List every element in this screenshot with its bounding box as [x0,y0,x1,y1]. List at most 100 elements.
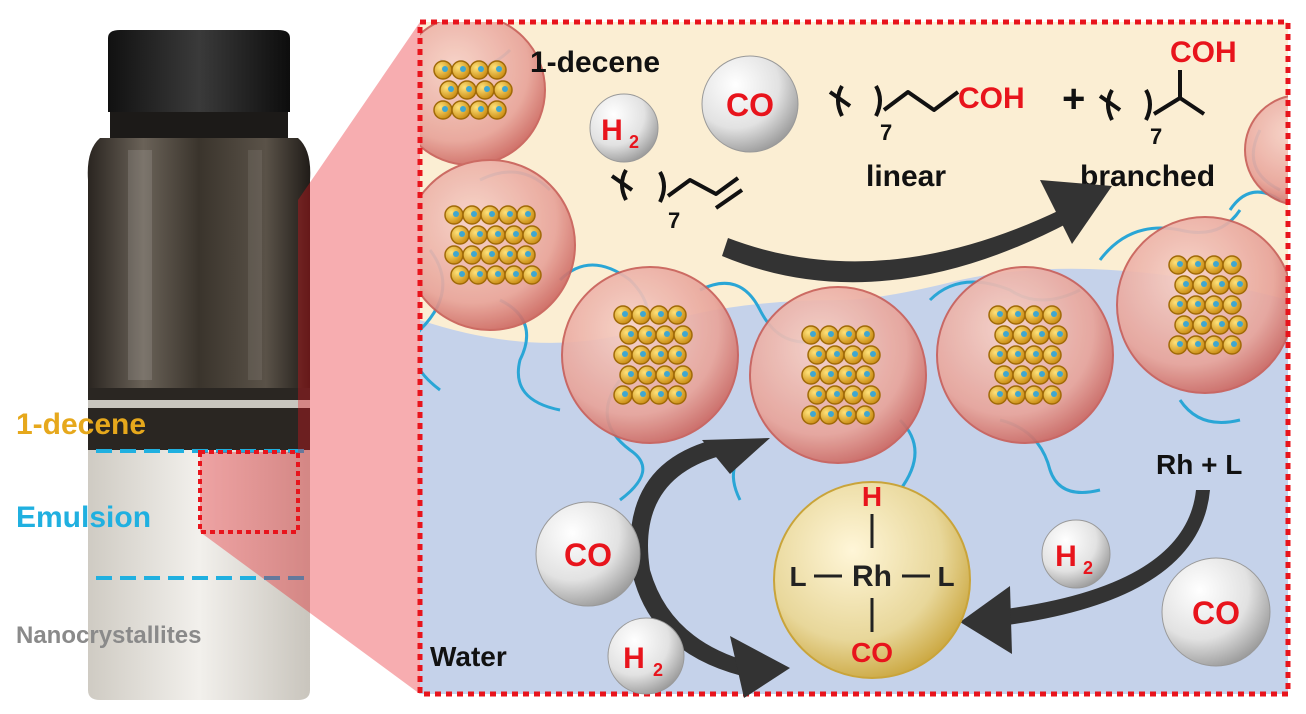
ring-center [1237,281,1243,287]
ring-center [1015,391,1021,397]
svg-text:2: 2 [653,660,663,680]
ring-center [495,271,501,277]
gas-bubbles: CO H 2 CO H 2 CO H 2 [535,55,1271,695]
linear-subscript: 7 [880,120,892,145]
ring-center [1021,371,1027,377]
ring-center [1051,391,1057,397]
ring-center [640,311,646,317]
ring-center [846,411,852,417]
catalyst-carbonyl: CO [851,637,893,668]
label-emulsion: Emulsion [16,501,151,534]
linear-cooh-group: COH [958,82,1025,115]
oil-phase-label: 1-decene [530,46,660,79]
panel-frame [417,19,1291,697]
ring-center [870,391,876,397]
ring-center [834,391,840,397]
ring-center [471,211,477,217]
label-1-decene: 1-decene [16,408,146,441]
ring-center [496,66,502,72]
ring-center [489,251,495,257]
ring-center [477,231,483,237]
ring-center [658,351,664,357]
catalyst-rhodium: Rh [852,560,892,593]
ring-center [1213,301,1219,307]
ring-center [1033,391,1039,397]
nanocrystallite [420,159,576,331]
svg-text:H: H [623,642,645,675]
svg-text:CO: CO [726,87,774,123]
ring-center [1201,321,1207,327]
ring-center [1057,331,1063,337]
ring-center [466,86,472,92]
ring-center [1033,351,1039,357]
ring-center [1201,281,1207,287]
catalyst-cycle-arrow [630,440,750,676]
ring-center [646,331,652,337]
ring-center [460,106,466,112]
svg-text:H: H [601,114,623,147]
co-bubble: CO [701,55,799,153]
ring-center [846,331,852,337]
ring-center [622,311,628,317]
ring-center [507,211,513,217]
ring-center [864,411,870,417]
ring-center [1213,341,1219,347]
reaction-arrow [722,210,1070,283]
ring-center [477,271,483,277]
ring-center [1033,311,1039,317]
gold-ring-clusters [433,60,1248,425]
vial-glass [87,138,311,388]
ring-center [852,391,858,397]
ring-center [513,231,519,237]
ring-center [846,371,852,377]
rh-ligand-label: Rh + L [1156,449,1242,480]
ring-center [664,371,670,377]
nanocrystallite-spheres [420,22,1288,464]
h2-bubble: H 2 [1041,519,1111,589]
ring-center [531,231,537,237]
ring-center [1021,331,1027,337]
rh-ligand-arrow [998,490,1210,626]
plus-sign: + [1062,77,1085,121]
co-bubble: CO [1161,557,1271,667]
linear-label: linear [866,160,946,193]
nanocrystallite [1244,95,1288,205]
ring-center [507,251,513,257]
ring-center [676,391,682,397]
catalyst-cycle-arrow-tail [702,438,770,474]
ring-center [1057,371,1063,377]
ring-center [676,351,682,357]
ring-center [453,211,459,217]
co-bubble: CO [535,501,641,607]
svg-text:2: 2 [1083,558,1093,578]
ring-center [1213,261,1219,267]
ring-center [664,331,670,337]
vial [87,30,311,700]
svg-text:H: H [1055,540,1077,573]
rh-catalyst-complex: H L Rh L CO [773,481,971,679]
ring-center [502,86,508,92]
ring-center [1051,311,1057,317]
vial-neck [110,112,288,138]
ring-center [997,391,1003,397]
ring-center [676,311,682,317]
ring-center [1231,341,1237,347]
ring-center [1195,301,1201,307]
ring-center [622,391,628,397]
ring-center [1237,321,1243,327]
vial-cap [108,30,290,112]
ring-center [513,271,519,277]
catalyst-sphere [773,481,971,679]
ring-center [870,351,876,357]
ring-center [1039,331,1045,337]
ring-center [640,351,646,357]
product-linear-structure [828,85,960,117]
branched-cooh-group: COH [1170,36,1237,69]
ring-center [496,106,502,112]
ring-center [1015,351,1021,357]
ring-center [1183,321,1189,327]
ring-center [828,331,834,337]
ring-center [478,66,484,72]
ring-center [628,331,634,337]
ring-center [682,371,688,377]
